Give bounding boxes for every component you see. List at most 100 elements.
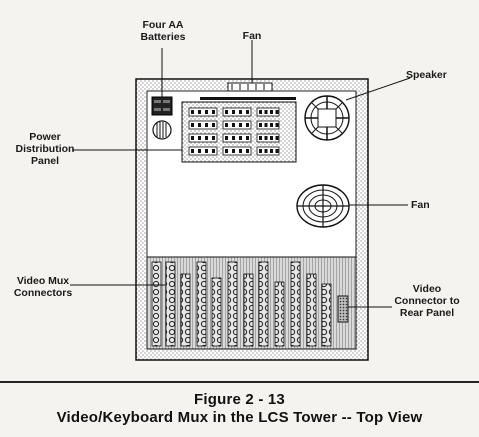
terminal-pin xyxy=(212,123,215,127)
terminal-pin xyxy=(239,136,242,140)
label-power-line2: Distribution xyxy=(15,143,75,155)
power-distribution-panel xyxy=(181,101,297,163)
label-batteries: Four AA Batteries xyxy=(138,19,188,43)
mux-connector xyxy=(290,261,301,347)
terminal-pin xyxy=(225,136,228,140)
leader-lines xyxy=(70,40,411,308)
terminal-block xyxy=(188,133,218,143)
terminal-pin xyxy=(191,136,194,140)
mux-connector xyxy=(165,261,176,347)
mux-connector xyxy=(258,261,269,347)
label-batteries-line1: Four AA xyxy=(142,19,184,31)
terminal-pin xyxy=(270,123,273,127)
terminal-pin xyxy=(205,123,208,127)
top-fan-vent xyxy=(200,82,296,100)
terminal-pin xyxy=(191,110,194,114)
video-mux-area xyxy=(146,256,357,350)
terminal-pin xyxy=(232,123,235,127)
battery-pack xyxy=(151,96,173,116)
mux-connector xyxy=(180,273,191,347)
terminal-pin xyxy=(270,149,273,153)
label-speaker: Speaker xyxy=(406,69,447,81)
caption-divider xyxy=(0,381,479,383)
terminal-pin xyxy=(270,136,273,140)
terminal-block xyxy=(256,146,280,156)
mux-connector xyxy=(151,261,162,347)
terminal-pin xyxy=(259,123,262,127)
terminal-pin xyxy=(198,136,201,140)
mux-connector xyxy=(243,273,254,347)
terminal-pin xyxy=(246,136,249,140)
mux-connector xyxy=(321,283,332,347)
label-fan-right: Fan xyxy=(411,199,430,211)
rear-video-connector xyxy=(337,295,349,323)
terminal-pin xyxy=(264,149,268,153)
terminal-pin xyxy=(198,110,201,114)
terminal-pin xyxy=(225,149,228,153)
terminal-pin xyxy=(191,123,194,127)
terminal-pin xyxy=(198,123,201,127)
terminal-pin xyxy=(259,136,262,140)
terminal-block xyxy=(188,120,218,130)
terminal-pin xyxy=(264,123,268,127)
terminal-block xyxy=(188,146,218,156)
terminal-block xyxy=(222,133,252,143)
terminal-pin xyxy=(232,110,235,114)
terminal-pin xyxy=(270,110,273,114)
terminal-pin xyxy=(212,136,215,140)
side-fan xyxy=(296,184,350,228)
label-video-mux-line1: Video Mux xyxy=(16,275,70,287)
terminal-pin xyxy=(275,149,279,153)
label-video-mux-line2: Connectors xyxy=(13,287,73,299)
mux-connector xyxy=(306,273,317,347)
label-video-connector-line3: Rear Panel xyxy=(399,307,455,319)
label-power-panel: Power Distribution Panel xyxy=(10,131,80,167)
terminal-pin xyxy=(264,110,268,114)
terminal-pin xyxy=(212,149,215,153)
terminal-block xyxy=(256,133,280,143)
terminal-block xyxy=(222,146,252,156)
terminal-pin xyxy=(275,136,279,140)
label-video-mux: Video Mux Connectors xyxy=(12,275,74,299)
terminal-pin xyxy=(232,136,235,140)
round-component xyxy=(152,120,172,140)
label-power-line1: Power xyxy=(29,131,61,143)
terminal-pin xyxy=(239,110,242,114)
terminal-pin xyxy=(275,123,279,127)
terminal-block xyxy=(222,120,252,130)
mux-connector xyxy=(196,261,207,347)
terminal-pin xyxy=(259,149,262,153)
terminal-block xyxy=(222,107,252,117)
terminal-pin xyxy=(212,110,215,114)
terminal-pin xyxy=(191,149,194,153)
terminal-block xyxy=(256,107,280,117)
figure-title: Video/Keyboard Mux in the LCS Tower -- T… xyxy=(56,409,423,426)
speaker xyxy=(304,95,350,141)
terminal-pin xyxy=(205,110,208,114)
terminal-pin xyxy=(205,149,208,153)
mux-connector xyxy=(274,281,285,347)
terminal-pin xyxy=(246,149,249,153)
mux-connector xyxy=(211,277,222,347)
leader-speaker xyxy=(345,77,411,101)
terminal-pin xyxy=(239,123,242,127)
label-fan-top: Fan xyxy=(242,30,262,42)
label-batteries-line2: Batteries xyxy=(140,31,186,43)
terminal-pin xyxy=(246,110,249,114)
terminal-pin xyxy=(264,136,268,140)
terminal-block xyxy=(188,107,218,117)
terminal-pin xyxy=(246,123,249,127)
terminal-pin xyxy=(198,149,201,153)
terminal-pin xyxy=(232,149,235,153)
terminal-block xyxy=(256,120,280,130)
label-video-connector: Video Connector to Rear Panel xyxy=(388,283,466,319)
label-power-line3: Panel xyxy=(30,155,59,167)
terminal-pin xyxy=(225,123,228,127)
terminal-pin xyxy=(205,136,208,140)
label-video-connector-line2: Connector to xyxy=(394,295,460,307)
figure-number: Figure 2 - 13 xyxy=(194,391,285,408)
mux-connector xyxy=(227,261,238,347)
label-video-connector-line1: Video xyxy=(412,283,442,295)
terminal-pin xyxy=(259,110,262,114)
